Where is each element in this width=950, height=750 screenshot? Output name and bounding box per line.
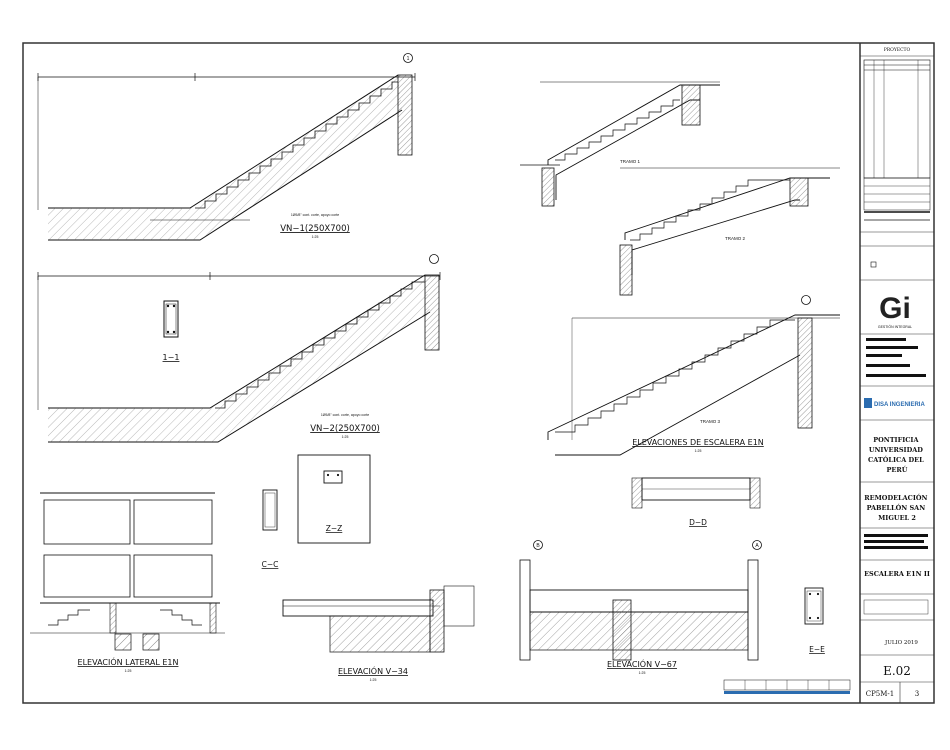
titleblock-header: PROYECTO [884,47,911,53]
elevacion-lateral-e1n: ELEVACIÓN LATERAL E1N 1:25 [30,492,225,673]
elevaciones-title: ELEVACIONES DE ESCALERA E1N [632,438,764,447]
elevacion-v67-scale: 1:25 [639,671,646,675]
vn2-stair-beam-elevation: VN−2(250X700) 1Ø5/8" cont. corte, apoyo … [37,254,441,443]
elevacion-v67: B A ELEVACIÓN V−67 1:25 [519,540,762,675]
section-c-c: C−C [262,489,279,569]
grid-bubble-a: A [755,543,759,549]
grid-bubble-1: 1 [407,56,410,62]
section-1-1: 1−1 [163,300,180,362]
sheet-code: E.02 [883,664,911,678]
grid-bubble-b: B [536,543,540,549]
project-name: REMODELACIÓN PABELLÓN SAN MIGUEL 2 [864,493,930,522]
vn2-title: VN−2(250X700) [310,424,380,434]
sheet-number: 3 [915,690,919,698]
tramo-2-label: TRAMO 2 [725,236,745,241]
elevacion-v34-scale: 1:25 [370,678,377,682]
elevacion-v67-title: ELEVACIÓN V−67 [607,658,677,669]
vn1-note: 1Ø5/8" cont. corte, apoyo corte [291,213,339,217]
section-d-d: D−D [631,477,761,527]
tramo-3-label: TRAMO 3 [700,419,720,424]
graphic-scale-bar [723,679,851,694]
drawing-date: JULIO 2019 [884,640,918,646]
file-code: CP5M-1 [866,690,895,698]
logo-caption: GESTIÓN INTEGRAL [878,324,912,329]
elevacion-v34-title: ELEVACIÓN V−34 [338,665,408,676]
specialty: ESCALERA E1N II [864,570,930,578]
title-block: PROYECTO Gi GESTIÓN INTEGRAL [860,47,934,703]
vn2-scale: 1:25 [342,435,349,439]
elevacion-lateral-title: ELEVACIÓN LATERAL E1N [78,656,179,667]
bluebar-text: DISA INGENIERIA [874,402,925,408]
vn1-scale: 1:25 [312,235,319,239]
tramo-1-label: TRAMO 1 [620,159,640,164]
bluebar-logo [862,394,932,412]
section-c-c-title: C−C [262,560,279,569]
section-z-z: Z−Z [297,454,371,544]
client-name: PONTIFICIA UNIVERSIDAD CATÓLICA DEL PERÚ [868,436,926,474]
sheet-border [22,42,935,704]
elevacion-lateral-scale: 1:25 [125,669,132,673]
vn1-title: VN−1(250X700) [280,224,350,234]
section-z-z-title: Z−Z [326,524,343,533]
elevacion-v34: ELEVACIÓN V−34 1:25 [282,585,475,682]
section-1-1-title: 1−1 [163,353,180,362]
section-e-e: E−E [804,587,825,654]
logo-letters: Gi [879,292,911,325]
section-e-e-title: E−E [809,645,825,654]
vn1-stair-beam-elevation: 1 VN−1(250X700) 1Ø5/8" cont. corte, apoy… [37,53,416,241]
vn2-note: 1Ø5/8" cont. corte, apoyo corte [321,413,369,417]
stair-elevations-e1n: TRAMO 1 TRAMO 2 TRAMO 3 ELEVACIONES DE E… [520,81,840,456]
elevaciones-scale: 1:25 [695,449,702,453]
section-d-d-title: D−D [689,518,707,527]
company-logo: Gi GESTIÓN INTEGRAL [874,290,916,329]
